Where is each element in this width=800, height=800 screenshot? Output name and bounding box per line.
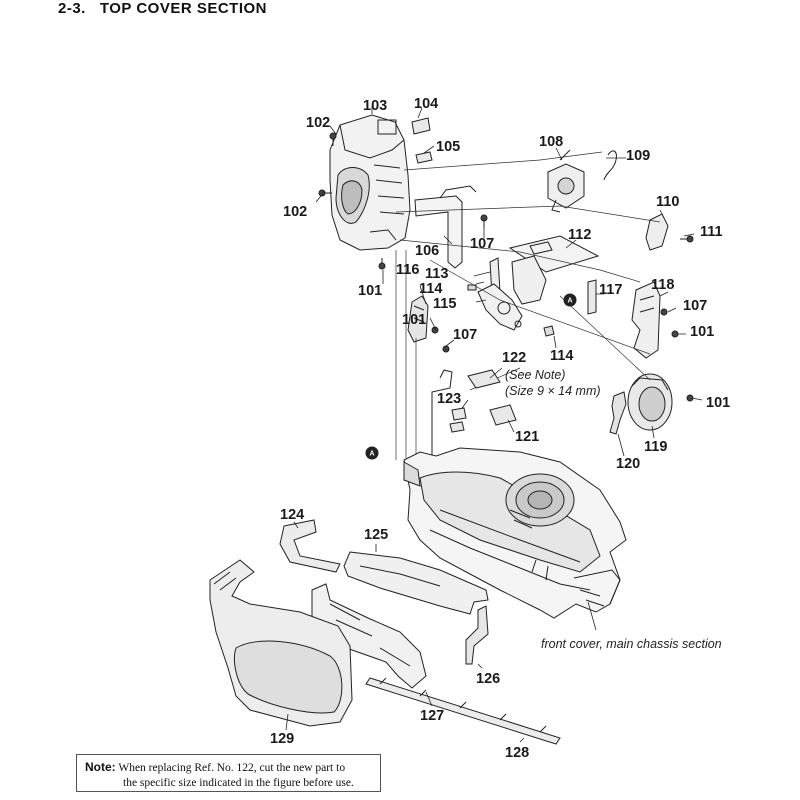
marker-a-label-left: A (369, 451, 374, 458)
label-119: 119 (644, 439, 667, 455)
marker-a-label-right: A (567, 298, 572, 305)
replacement-note-box: Note: When replacing Ref. No. 122, cut t… (76, 754, 381, 792)
front-cover-caption: front cover, main chassis section (541, 637, 722, 651)
part-113-bracket (489, 255, 547, 305)
screw-101-a (378, 258, 386, 270)
main-chassis (403, 447, 627, 619)
part-109-cable (603, 150, 617, 181)
label-121: 121 (515, 429, 539, 445)
section-number: 2-3. (58, 0, 86, 17)
label-123: 123 (437, 391, 461, 407)
label-110: 110 (656, 194, 679, 210)
label-112: 112 (568, 227, 591, 243)
part-117 (587, 279, 597, 315)
part-104 (411, 117, 431, 135)
label-101-a: 101 (358, 283, 382, 299)
label-108: 108 (539, 134, 563, 150)
label-101-d: 101 (706, 395, 730, 411)
note-heading: Note: (85, 760, 116, 774)
label-125: 125 (364, 527, 388, 543)
label-106: 106 (415, 243, 439, 259)
label-126: 126 (476, 671, 500, 687)
part-110 (645, 213, 669, 251)
part-106 (414, 185, 477, 269)
part-114-a (467, 284, 477, 291)
label-107-a: 107 (470, 236, 494, 252)
label-102-left: 102 (283, 204, 307, 220)
marker-a-left (365, 446, 379, 460)
part-124-strip (279, 519, 341, 573)
label-116: 116 (396, 262, 419, 278)
label-120: 120 (616, 456, 640, 472)
label-115: 115 (433, 296, 456, 312)
screw-102-b (318, 189, 332, 197)
label-107-c: 107 (683, 298, 707, 314)
label-124: 124 (280, 507, 304, 523)
see-note-text: (See Note) (505, 368, 565, 382)
part-119-dial (627, 373, 673, 431)
label-114-b: 114 (550, 348, 573, 364)
screw-102-a (329, 132, 337, 146)
label-111: 111 (700, 224, 723, 240)
label-129: 129 (270, 731, 294, 747)
screw-101-c (671, 330, 679, 338)
note-line-2: the specific size indicated in the figur… (123, 777, 354, 789)
part-103-frame (329, 114, 411, 251)
part-114-b (543, 325, 555, 337)
flex-cable (431, 369, 453, 460)
part-105 (415, 151, 433, 164)
part-128-strip (365, 677, 561, 745)
size-note-text: (Size 9 × 14 mm) (505, 384, 601, 398)
section-title: TOP COVER SECTION (99, 0, 268, 17)
section-header: 2-3. TOP COVER SECTION (58, 0, 267, 17)
marker-a-right (563, 293, 577, 307)
label-122: 122 (502, 350, 526, 366)
part-115-bracket (477, 283, 523, 331)
label-128: 128 (505, 745, 529, 761)
screw-107-a (480, 214, 488, 228)
part-108-board (547, 149, 585, 213)
part-129-cover (209, 559, 353, 727)
label-101-c: 101 (690, 324, 714, 340)
label-102-top: 102 (306, 115, 330, 131)
label-105: 105 (436, 139, 460, 155)
part-122-sticker (467, 369, 501, 389)
screw-101-b (431, 326, 439, 334)
part-120-arm (609, 391, 627, 435)
label-127: 127 (420, 708, 444, 724)
label-118: 118 (651, 277, 674, 293)
part-116-switch (407, 295, 429, 343)
label-107-b: 107 (453, 327, 477, 343)
part-123-sticker (449, 407, 467, 433)
label-101-b: 101 (402, 312, 426, 328)
part-118-bracket (631, 281, 661, 359)
part-126-arm (465, 605, 489, 665)
label-113: 113 (425, 266, 448, 282)
label-103: 103 (363, 98, 387, 114)
screw-107-b (442, 345, 450, 353)
label-104: 104 (414, 96, 438, 112)
screw-111 (680, 235, 694, 243)
screw-107-c (660, 308, 668, 316)
label-117: 117 (599, 282, 622, 298)
label-114-a: 114 (419, 281, 442, 297)
note-line-1: When replacing Ref. No. 122, cut the new… (118, 762, 346, 774)
part-121-sticker (489, 404, 517, 426)
label-109: 109 (626, 148, 650, 164)
part-125-plate (343, 551, 489, 615)
